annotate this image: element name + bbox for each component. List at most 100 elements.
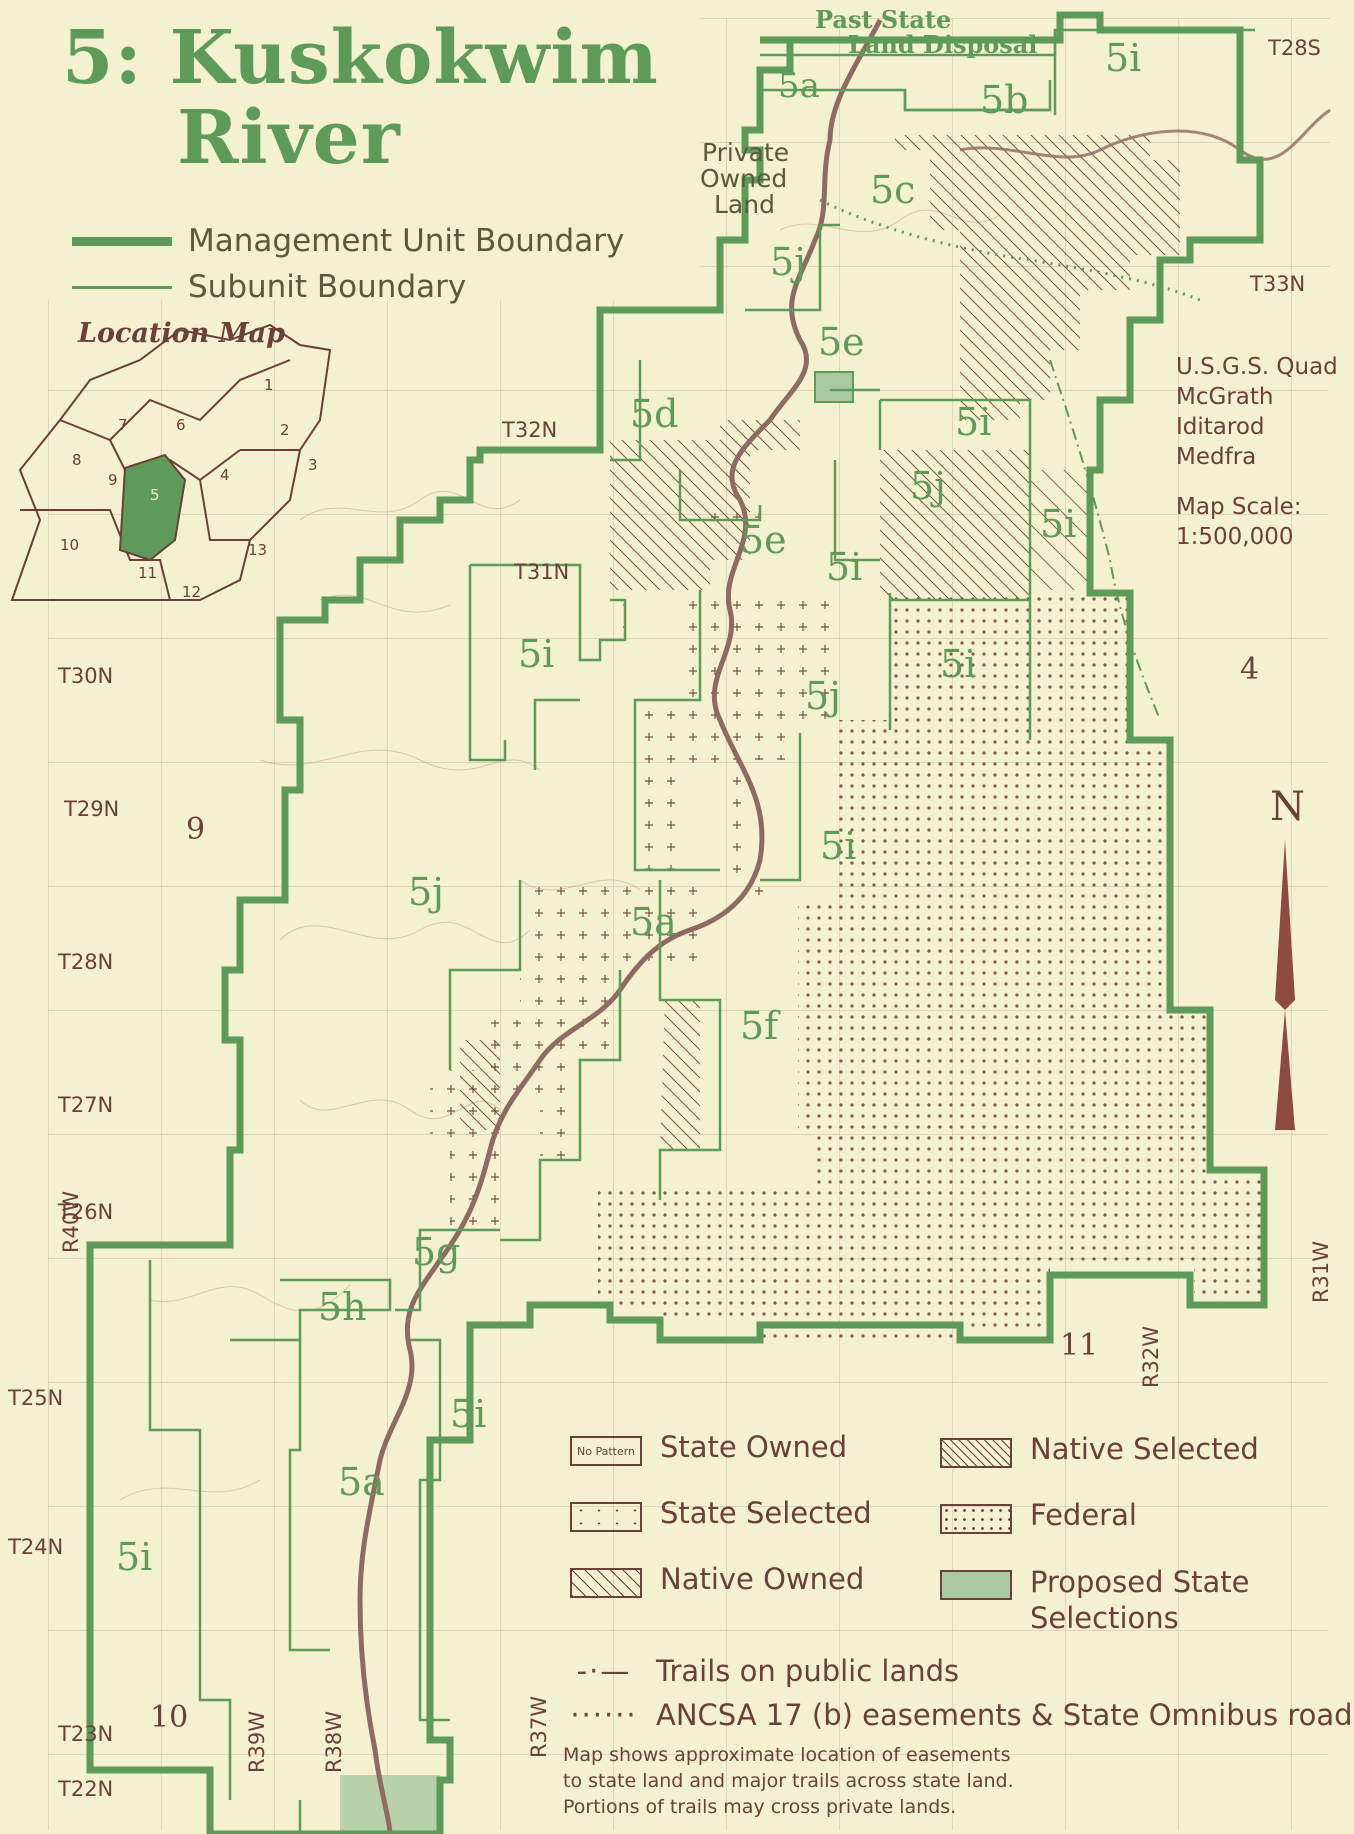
subunit-label: 5c xyxy=(870,168,916,212)
township-label: T32N xyxy=(502,418,558,442)
subunit-label: 5i xyxy=(518,632,555,676)
township-label: T31N xyxy=(514,560,570,584)
adjacent-unit-label: 10 xyxy=(150,1700,189,1735)
township-label: T33N xyxy=(1250,272,1306,296)
annotation-land: Land xyxy=(714,190,775,219)
location-map-title: Location Map xyxy=(78,318,285,349)
legend-state-selected: State Selected xyxy=(570,1496,872,1532)
location-inset-unit5 xyxy=(118,453,187,562)
subunit-label: 5j xyxy=(770,240,806,284)
quad-line: Medfra xyxy=(1176,444,1257,470)
title-line-2: River xyxy=(177,95,401,181)
inset-label: 12 xyxy=(182,583,201,601)
legend-label: Proposed State xyxy=(1030,1565,1250,1599)
subunit-label: 5j xyxy=(408,870,444,914)
legend-swatch-native-owned xyxy=(570,1568,642,1598)
boundary-legend: Management Unit Boundary Subunit Boundar… xyxy=(72,218,624,310)
page-title: 5: Kuskokwim River xyxy=(62,18,659,178)
subunit-label: 5e xyxy=(740,518,787,562)
subunit-label: 5a xyxy=(630,900,677,944)
annotation-private: Private xyxy=(702,138,790,167)
legend-label: State Owned xyxy=(660,1430,848,1464)
legend-label: State Selected xyxy=(660,1496,872,1530)
scale-label: Map Scale: xyxy=(1176,494,1302,520)
inset-label: 2 xyxy=(280,421,290,439)
subunit-label: 5i xyxy=(826,545,863,589)
subunit-label: 5i xyxy=(820,824,857,868)
legend-native-owned: Native Owned xyxy=(570,1562,865,1598)
trail-line-icon: -·— xyxy=(576,1654,632,1688)
legend-label: Trails on public lands xyxy=(656,1654,960,1688)
management-boundary-label: Management Unit Boundary xyxy=(188,223,625,259)
township-label: T29N xyxy=(64,797,120,821)
quad-line: Iditarod xyxy=(1176,414,1265,440)
management-boundary-swatch xyxy=(72,236,172,246)
scale-value: 1:500,000 xyxy=(1176,524,1294,550)
map-note: Map shows approximate location of easeme… xyxy=(563,1742,1014,1820)
legend-trails: -·— Trails on public lands xyxy=(570,1654,959,1688)
inset-label: 5 xyxy=(150,486,160,504)
quad-line: McGrath xyxy=(1176,384,1274,410)
legend-label: Selections xyxy=(1030,1601,1179,1635)
township-label: T27N xyxy=(58,1093,114,1117)
subunit-label: 5d xyxy=(630,392,679,436)
legend-swatch-proposed xyxy=(940,1570,1012,1600)
inset-label: 1 xyxy=(264,376,274,394)
township-label: T23N xyxy=(58,1722,114,1746)
note-line: to state land and major trails across st… xyxy=(563,1770,1014,1792)
north-label: N xyxy=(1270,784,1305,830)
legend-label: ANCSA 17 (b) easements & State Omnibus r… xyxy=(656,1698,1354,1732)
township-label: T22N xyxy=(58,1777,114,1801)
adjacent-unit-label: 4 xyxy=(1240,652,1260,687)
range-label: R31W xyxy=(1309,1240,1334,1304)
inset-label: 11 xyxy=(138,564,157,582)
legend-swatch-native-selected xyxy=(940,1438,1012,1468)
range-label: R32W xyxy=(1139,1325,1164,1389)
note-line: Map shows approximate location of easeme… xyxy=(563,1744,1011,1766)
subunit-label: 5a xyxy=(778,66,820,106)
annotation-past-state: Past State xyxy=(815,5,952,34)
legend-label: Federal xyxy=(1030,1498,1137,1532)
federal-land xyxy=(598,593,1264,1340)
township-label: T30N xyxy=(58,664,114,688)
title-line-1: 5: Kuskokwim xyxy=(62,15,659,101)
management-unit-boundary xyxy=(86,11,1268,1834)
township-label: T26N xyxy=(58,1200,114,1224)
location-inset-labels: 1 2 3 4 5 6 7 8 9 10 11 12 13 xyxy=(60,376,318,601)
range-label: R38W xyxy=(322,1710,347,1774)
subunit-label: 5i xyxy=(940,642,977,686)
range-label: R40W xyxy=(59,1190,84,1254)
inset-label: 7 xyxy=(118,416,128,434)
annotation-land-disposal: Land Disposal xyxy=(848,30,1038,59)
inset-label: 9 xyxy=(108,471,118,489)
subunit-label: 5i xyxy=(955,400,992,444)
subunit-label: 5b xyxy=(980,78,1029,122)
legend-state-owned: No Pattern State Owned xyxy=(570,1430,848,1466)
proposed-state-selection-south xyxy=(340,1775,440,1834)
inset-label: 3 xyxy=(308,456,318,474)
range-label: R39W xyxy=(245,1710,270,1774)
subunit-label: 5j xyxy=(910,464,946,508)
township-label: T24N xyxy=(8,1535,64,1559)
location-inset-map xyxy=(10,323,332,601)
adjacent-unit-label: 9 xyxy=(186,812,206,847)
inset-label: 6 xyxy=(176,416,186,434)
subunit-label: 5i xyxy=(116,1535,153,1579)
legend-easements: ······ ANCSA 17 (b) easements & State Om… xyxy=(570,1698,1354,1732)
subunit-label: 5e xyxy=(818,320,865,364)
subunit-boundary-label: Subunit Boundary xyxy=(188,269,467,305)
township-label: T25N xyxy=(8,1386,64,1410)
inset-label: 4 xyxy=(220,466,230,484)
adjacent-unit-label: 11 xyxy=(1060,1328,1099,1363)
quad-line: U.S.G.S. Quad xyxy=(1176,354,1338,380)
legend-proposed: Proposed State Selections xyxy=(940,1564,1250,1636)
legend-federal: Federal xyxy=(940,1498,1137,1534)
native-owned-land xyxy=(460,135,1180,1150)
township-label: T28N xyxy=(58,950,114,974)
annotation-owned: Owned xyxy=(700,164,788,193)
legend-swatch-state-selected xyxy=(570,1502,642,1532)
north-arrow: N xyxy=(1270,784,1305,1130)
legend-label: Native Selected xyxy=(1030,1432,1259,1466)
legend-label: Native Owned xyxy=(660,1562,865,1596)
